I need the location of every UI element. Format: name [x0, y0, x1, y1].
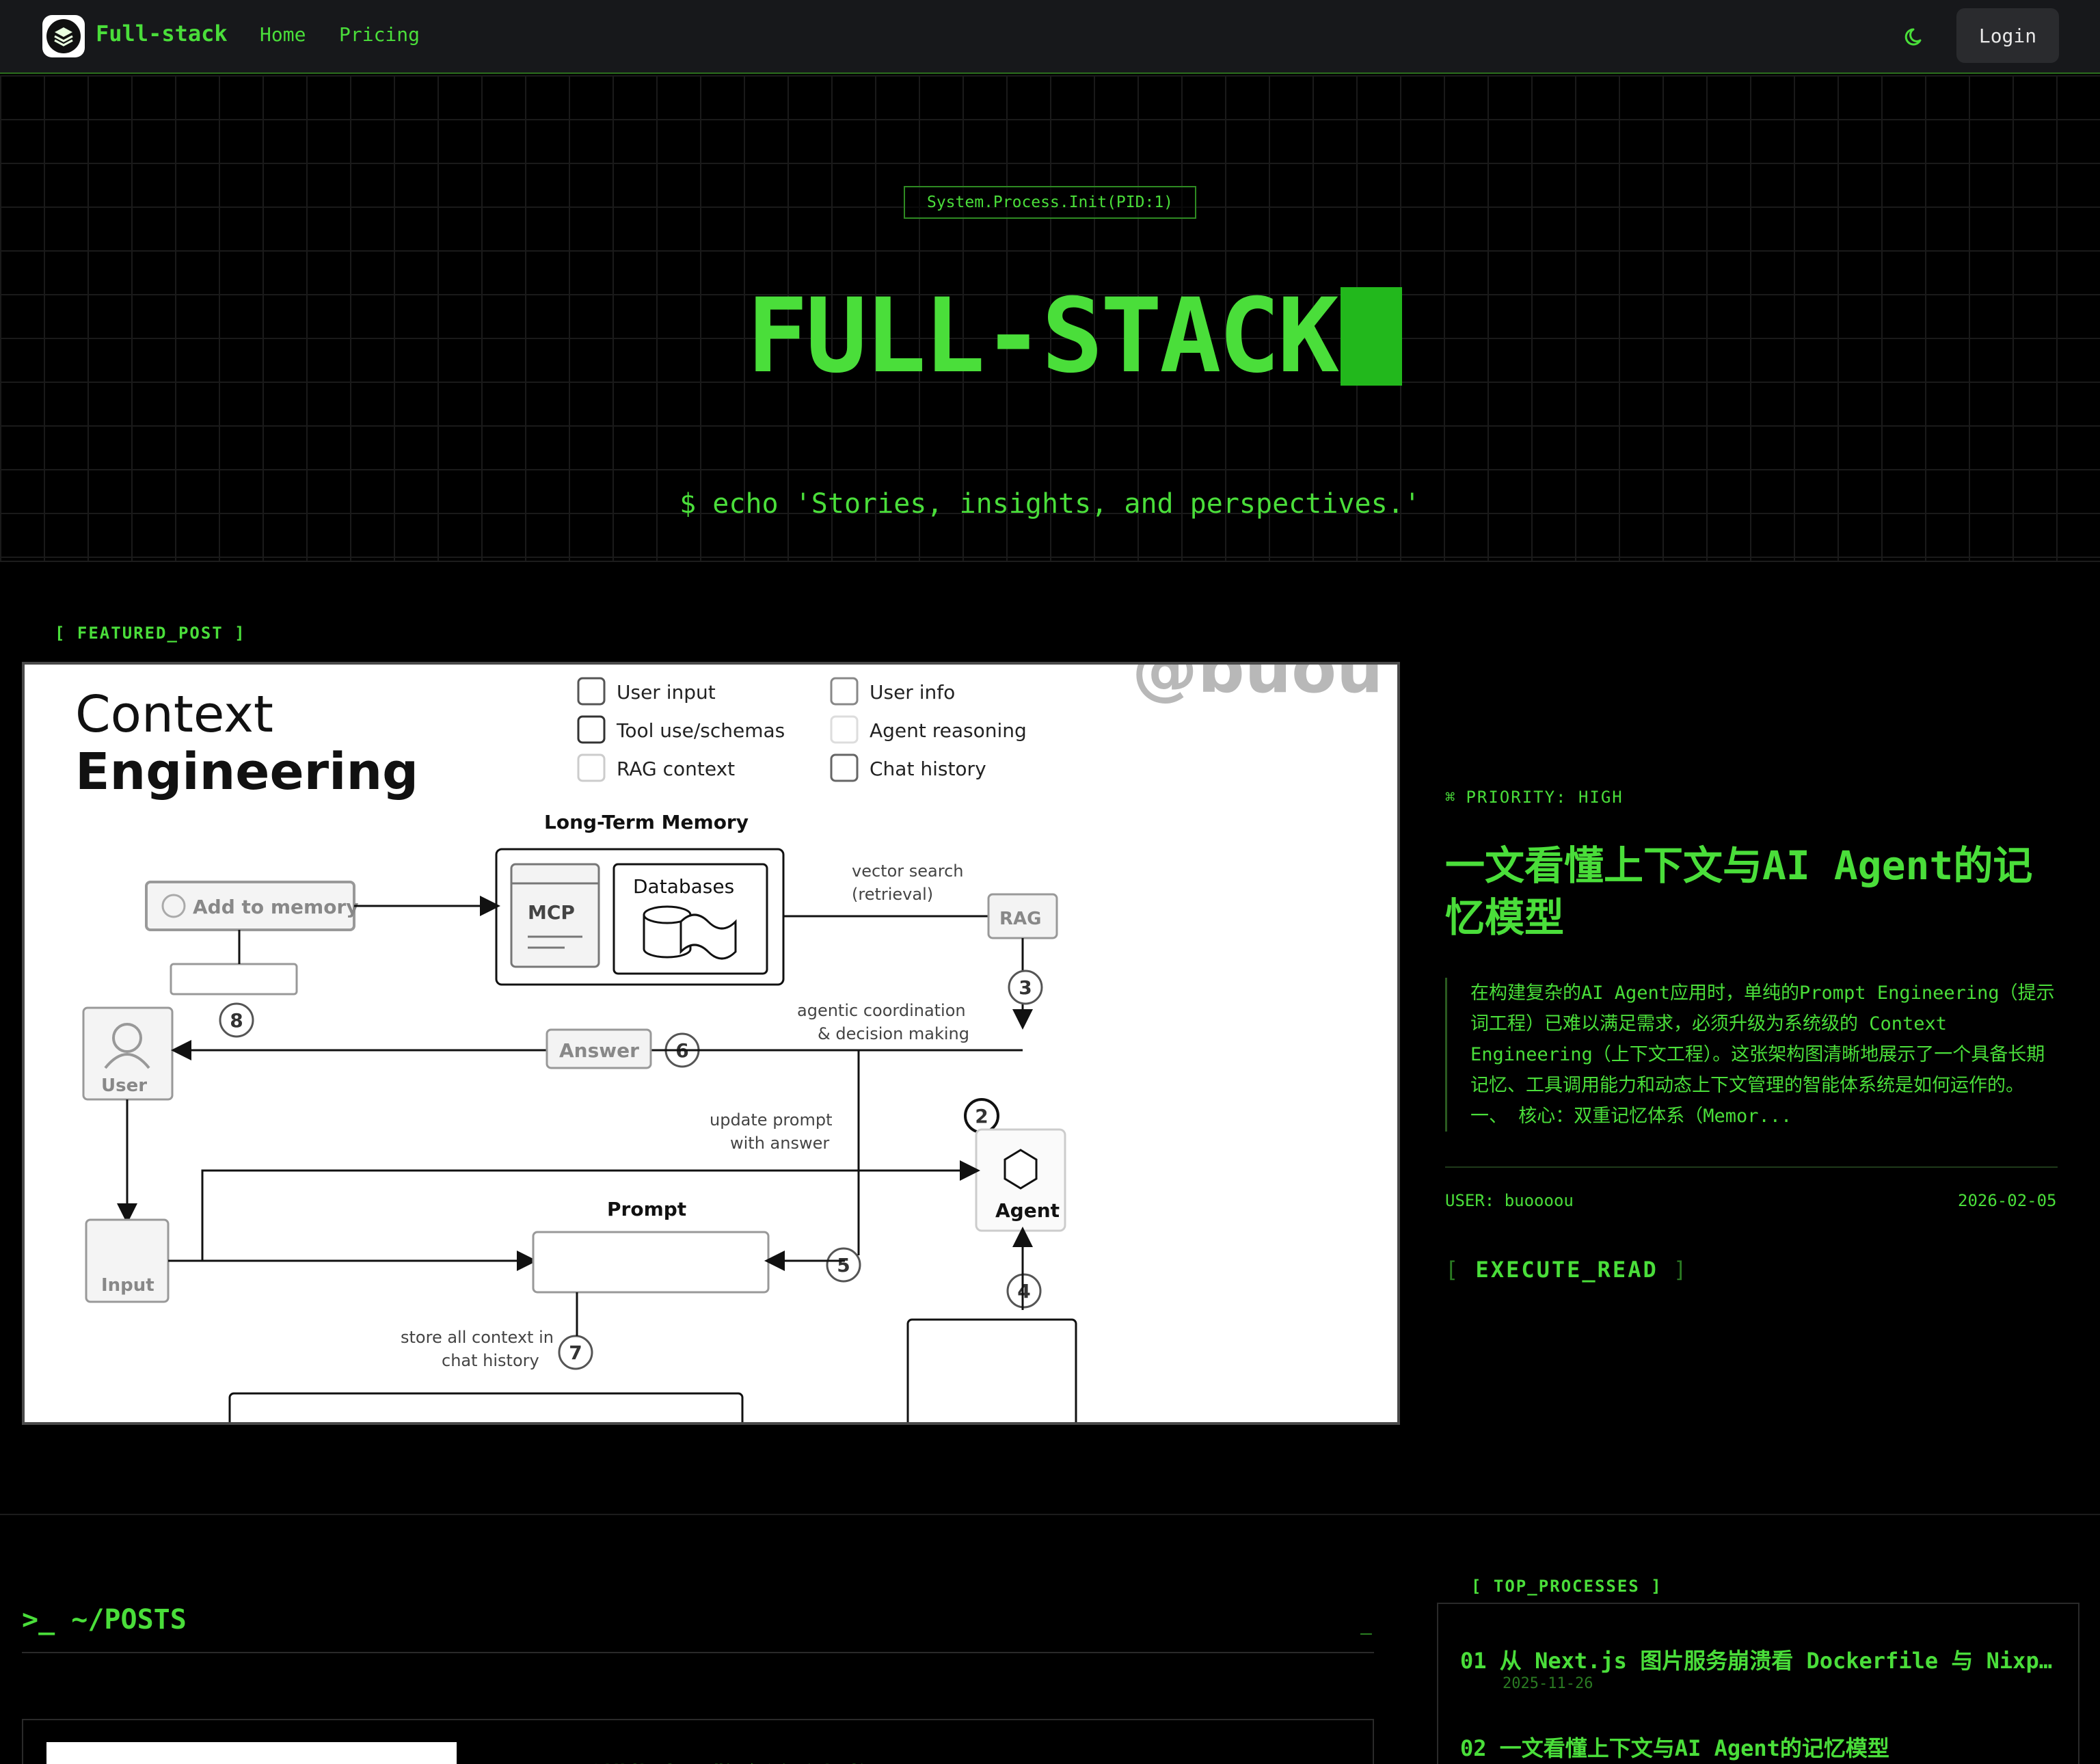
- svg-text:chat history: chat history: [442, 1351, 539, 1370]
- hero-subtitle: $ echo 'Stories, insights, and perspecti…: [679, 488, 1421, 520]
- top-process-title: 从 Next.js 图片服务崩溃看 Dockerfile 与 Nixpacks: [1499, 1648, 2062, 1674]
- nav-link-pricing[interactable]: Pricing: [339, 23, 420, 46]
- top-process-rank: 01: [1460, 1648, 1487, 1674]
- terminal-prompt-icon: >_: [22, 1604, 72, 1635]
- pid-tag: System.Process.Init(PID:1): [904, 186, 1196, 219]
- divider: [1445, 1166, 2058, 1168]
- svg-text:Answer: Answer: [559, 1039, 639, 1062]
- logo[interactable]: [42, 15, 85, 57]
- post-thumbnail: [46, 1742, 457, 1764]
- svg-text:with answer: with answer: [730, 1134, 829, 1153]
- svg-text:(retrieval): (retrieval): [852, 885, 933, 904]
- diagram-title-line2: Engineering: [75, 743, 418, 801]
- svg-text:User input: User input: [617, 681, 716, 704]
- featured-title[interactable]: 一文看懂上下文与AI Agent的记忆模型: [1445, 842, 2033, 941]
- top-process-item[interactable]: 02 一文看懂上下文与AI Agent的记忆模型: [1460, 1731, 2062, 1763]
- login-button[interactable]: Login: [1956, 8, 2059, 63]
- posts-divider: [22, 1652, 1374, 1653]
- svg-text:Input: Input: [101, 1275, 154, 1296]
- diagram-legend: User input Tool use/schemas RAG context …: [577, 677, 1027, 782]
- svg-text:8: 8: [230, 1009, 243, 1032]
- hero-title-text: FULL-STACK: [746, 277, 1339, 396]
- svg-text:Agent reasoning: Agent reasoning: [870, 719, 1027, 742]
- featured-author: USER: buoooou: [1445, 1191, 1574, 1210]
- svg-text:4: 4: [1017, 1280, 1030, 1302]
- svg-text:3: 3: [1019, 976, 1032, 999]
- priority-tag: ⌘ PRIORITY: HIGH: [1445, 788, 1624, 807]
- ltm-label: Long-Term Memory: [544, 811, 749, 833]
- top-process-item[interactable]: 01 从 Next.js 图片服务崩溃看 Dockerfile 与 Nixpac…: [1460, 1644, 2062, 1675]
- svg-text:agentic coordination: agentic coordination: [797, 1001, 966, 1020]
- post-title[interactable]: 张国手模指南引擎全链路架构: [520, 1756, 875, 1764]
- top-navbar: Full-stack Home Pricing Login: [0, 0, 2100, 74]
- svg-text:Add to memory: Add to memory: [193, 896, 359, 918]
- featured-label: [ FEATURED_POST ]: [55, 624, 246, 643]
- hero-title: FULL-STACK: [746, 268, 1403, 405]
- top-process-date: 2025-11-26: [1503, 1675, 1593, 1692]
- featured-date: 2026-02-05: [1958, 1191, 2057, 1210]
- section-divider: [0, 1514, 2100, 1515]
- top-processes-box: [1437, 1603, 2079, 1764]
- diagram-title-line1: Context: [75, 685, 273, 744]
- svg-text:update prompt: update prompt: [710, 1110, 832, 1130]
- svg-text:Prompt: Prompt: [607, 1198, 686, 1220]
- svg-text:2: 2: [975, 1105, 988, 1127]
- posts-heading-text: ~/POSTS: [71, 1604, 187, 1635]
- svg-text:Tool use/schemas: Tool use/schemas: [616, 719, 785, 742]
- top-process-title: 一文看懂上下文与AI Agent的记忆模型: [1499, 1735, 1889, 1761]
- theme-toggle-moon-icon[interactable]: [1899, 21, 1932, 53]
- svg-text:5: 5: [837, 1254, 850, 1277]
- terminal-cursor: [1341, 287, 1403, 386]
- svg-text:Agent: Agent: [995, 1199, 1060, 1222]
- nav-link-home[interactable]: Home: [260, 23, 306, 46]
- svg-text:RAG context: RAG context: [617, 758, 735, 780]
- layers-icon: [46, 19, 81, 53]
- svg-text:Databases: Databases: [633, 875, 734, 898]
- svg-text:store all context in: store all context in: [401, 1328, 554, 1347]
- svg-text:7: 7: [569, 1341, 582, 1364]
- posts-heading: >_ ~/POSTS: [22, 1604, 187, 1635]
- featured-image[interactable]: @buou Context Engineering User input Too…: [22, 662, 1400, 1425]
- svg-text:User info: User info: [870, 681, 955, 704]
- svg-text:MCP: MCP: [528, 901, 575, 924]
- command-icon: ⌘: [1445, 788, 1457, 807]
- top-process-rank: 02: [1460, 1735, 1487, 1761]
- svg-text:Chat history: Chat history: [870, 758, 986, 780]
- featured-excerpt: 在构建复杂的AI Agent应用时，单纯的Prompt Engineering（…: [1445, 978, 2060, 1132]
- svg-text:vector search: vector search: [852, 861, 963, 881]
- hero-section: System.Process.Init(PID:1) FULL-STACK $ …: [0, 75, 2100, 562]
- watermark: @buou: [1132, 665, 1383, 708]
- svg-text:& decision making: & decision making: [818, 1024, 969, 1043]
- svg-text:RAG: RAG: [999, 909, 1041, 929]
- svg-text:User: User: [101, 1075, 147, 1096]
- post-card[interactable]: 张国手模指南引擎全链路架构: [22, 1719, 1374, 1764]
- priority-text: PRIORITY: HIGH: [1466, 788, 1624, 807]
- execute-read-label: EXECUTE_READ: [1475, 1257, 1658, 1283]
- brand-name[interactable]: Full-stack: [96, 21, 228, 46]
- top-processes-label: [ TOP_PROCESSES ]: [1471, 1577, 1662, 1596]
- posts-cursor: _: [1360, 1612, 1372, 1635]
- execute-read-button[interactable]: [ EXECUTE_READ ]: [1445, 1257, 1689, 1283]
